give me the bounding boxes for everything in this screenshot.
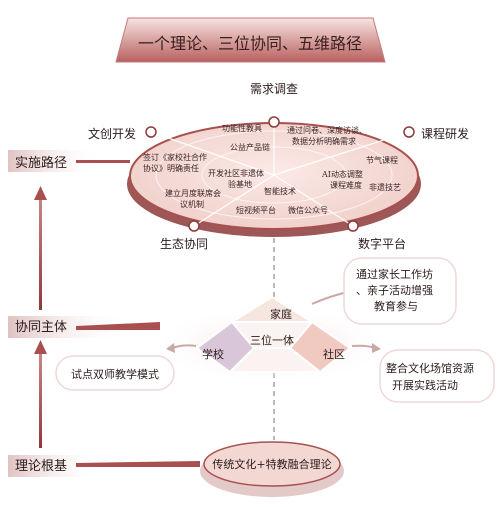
segment-text: 短视频平台	[236, 205, 276, 215]
callout-home: 通过家长工作坊 、亲子活动增强 教育参与	[343, 257, 457, 325]
triangle-home-label: 家庭	[270, 307, 292, 321]
page-title: 一个理论、三位协同、五维路径	[138, 34, 362, 53]
node-label-bottom-left: 生态协同	[160, 236, 208, 251]
svg-text:通过家长工作坊 、亲子活动增强 教育: 通过家长工作坊 、亲子活动增强 教育参与	[356, 267, 437, 313]
level-implementation: 实施路径	[8, 150, 130, 172]
segment-text: 公益产品链	[230, 142, 270, 152]
title-banner: 一个理论、三位协同、五维路径	[115, 17, 386, 63]
foundation-label: 传统文化+特教融合理论	[212, 457, 331, 471]
segment-text: 微信公众号	[288, 205, 328, 215]
segment-text: 验基地	[228, 179, 252, 189]
callout-community-line: 开展实践活动	[392, 378, 458, 392]
node-label-bottom-right: 数字平台	[358, 236, 406, 251]
callout-community-line: 整合文化场馆资源	[386, 361, 474, 375]
segment-text: 通过问卷、深度访谈、 数据分析明确需求	[287, 125, 370, 146]
triangle-center-label: 三位一体	[250, 333, 294, 347]
callout-school: 试点双师教学模式	[55, 355, 175, 391]
node-dot-left	[145, 126, 157, 138]
segment-text: 课程难度	[330, 180, 362, 190]
callout-community: 整合文化场馆资源 开展实践活动	[379, 349, 495, 403]
triangle-group: 三位一体 家庭 学校 社区	[152, 295, 392, 385]
node-dot-bottom-right	[347, 220, 359, 232]
level-theory: 理论根基	[8, 455, 200, 477]
callout-school-text: 试点双师教学模式	[71, 367, 159, 381]
triangle-school-label: 学校	[202, 347, 224, 361]
node-dot-top	[268, 116, 280, 128]
segment-text: 功能性教具	[222, 123, 262, 133]
node-dot-bottom-left	[188, 220, 200, 232]
segment-text: AI动态调整	[321, 169, 363, 179]
segment-text: 协议》明确责任	[143, 163, 199, 173]
segment-text: 议机制	[180, 199, 204, 209]
level-arrow-lower	[34, 340, 47, 448]
node-dot-right	[403, 126, 415, 138]
node-label-top: 需求调查	[250, 82, 298, 96]
segment-text: 开发社区非遗体	[208, 168, 264, 178]
segment-text: 签订《家校社合作	[143, 152, 207, 162]
level-label-theory: 理论根基	[15, 459, 67, 474]
node-label-left: 文创开发	[88, 126, 136, 141]
node-label-right: 课程研发	[421, 126, 469, 141]
level-label-implementation: 实施路径	[15, 155, 67, 171]
segment-text: 建立月度联席会	[165, 188, 221, 198]
segment-text: 智能技术	[264, 186, 296, 196]
level-collaboration: 协同主体	[8, 316, 160, 338]
callout-home-line: 教育参与	[374, 299, 418, 313]
level-arrow-upper	[34, 186, 47, 310]
level-label-collaboration: 协同主体	[15, 320, 67, 335]
triangle-community-label: 社区	[323, 347, 345, 361]
arrow-to-home-callout	[311, 291, 349, 305]
callout-home-line: 、亲子活动增强	[356, 283, 433, 297]
foundation: 传统文化+特教融合理论	[200, 441, 344, 497]
segment-text: 非遗技艺	[369, 182, 401, 192]
segment-text: 节气课程	[366, 155, 398, 165]
svg-text:整合文化场馆资源 开展实践活动: 整合文化场馆资源 开展实践活动	[386, 361, 478, 392]
path-wheel: 需求调查 课程研发 数字平台 生态协同 文创开发 功能性教具 公益产品链 通过问…	[88, 82, 469, 251]
callout-home-line: 通过家长工作坊	[356, 267, 433, 281]
